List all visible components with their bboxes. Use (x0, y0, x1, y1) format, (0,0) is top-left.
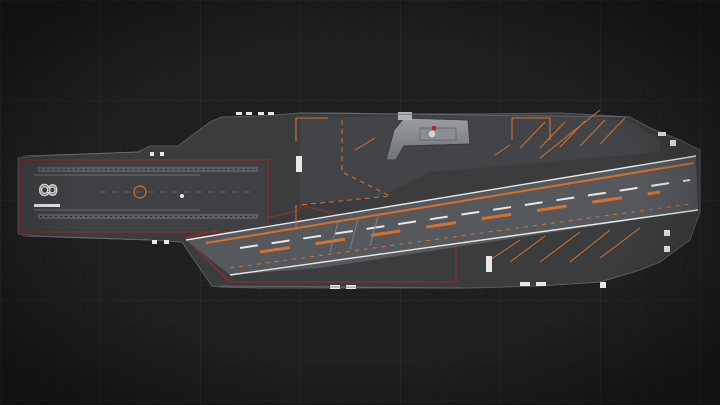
vignette (0, 0, 720, 405)
carrier-blueprint: 8 (0, 0, 720, 405)
blueprint-canvas: 8 (0, 0, 720, 405)
